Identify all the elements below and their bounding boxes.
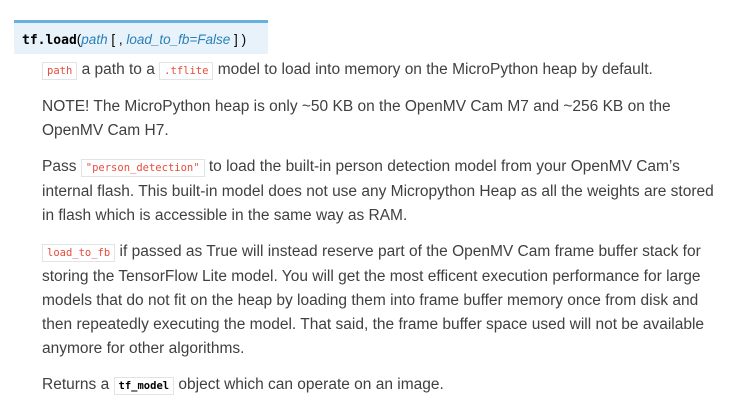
signature-optional-open: [ , — [107, 32, 127, 47]
signature-function-name: load — [45, 33, 77, 48]
function-signature: tf.load(path [ , load_to_fb=False ] ) — [14, 20, 268, 54]
paragraph-path-text-b: model to load into memory on the MicroPy… — [213, 61, 653, 78]
code-tflite: .tflite — [159, 62, 214, 80]
paragraph-note: NOTE! The MicroPython heap is only ~50 K… — [42, 98, 671, 139]
paragraph-load-to-fb: load_to_fb if passed as True will instea… — [42, 240, 722, 361]
code-path: path — [42, 62, 78, 80]
function-description: path a path to a .tflite model to load i… — [42, 58, 722, 410]
signature-close-paren: ) — [237, 32, 247, 47]
signature-optional-close: ] — [230, 32, 238, 47]
paragraph-person-detection: Pass "person_detection" to load the buil… — [42, 155, 722, 228]
paragraph-person-text-a: Pass — [42, 158, 81, 175]
paragraph-person-text-b: to load the built-in person detection mo… — [42, 158, 714, 224]
code-load-to-fb: load_to_fb — [42, 244, 116, 262]
signature-param-load-to-fb: load_to_fb=False — [126, 32, 231, 47]
signature-open-paren: ( — [76, 32, 82, 47]
signature-module: tf. — [22, 33, 46, 48]
code-tf-model: tf_model — [113, 377, 175, 395]
paragraph-path-text-a: a path to a — [77, 61, 160, 78]
paragraph-returns-text-a: Returns a — [42, 376, 114, 393]
paragraph-returns: Returns a tf_model object which can oper… — [42, 373, 722, 398]
paragraph-load-to-fb-text: if passed as True will instead reserve p… — [42, 243, 705, 357]
paragraph-path: path a path to a .tflite model to load i… — [42, 58, 722, 83]
code-person-detection: "person_detection" — [80, 159, 205, 177]
paragraph-returns-text-b: object which can operate on an image. — [174, 376, 444, 393]
signature-param-path: path — [81, 32, 108, 47]
